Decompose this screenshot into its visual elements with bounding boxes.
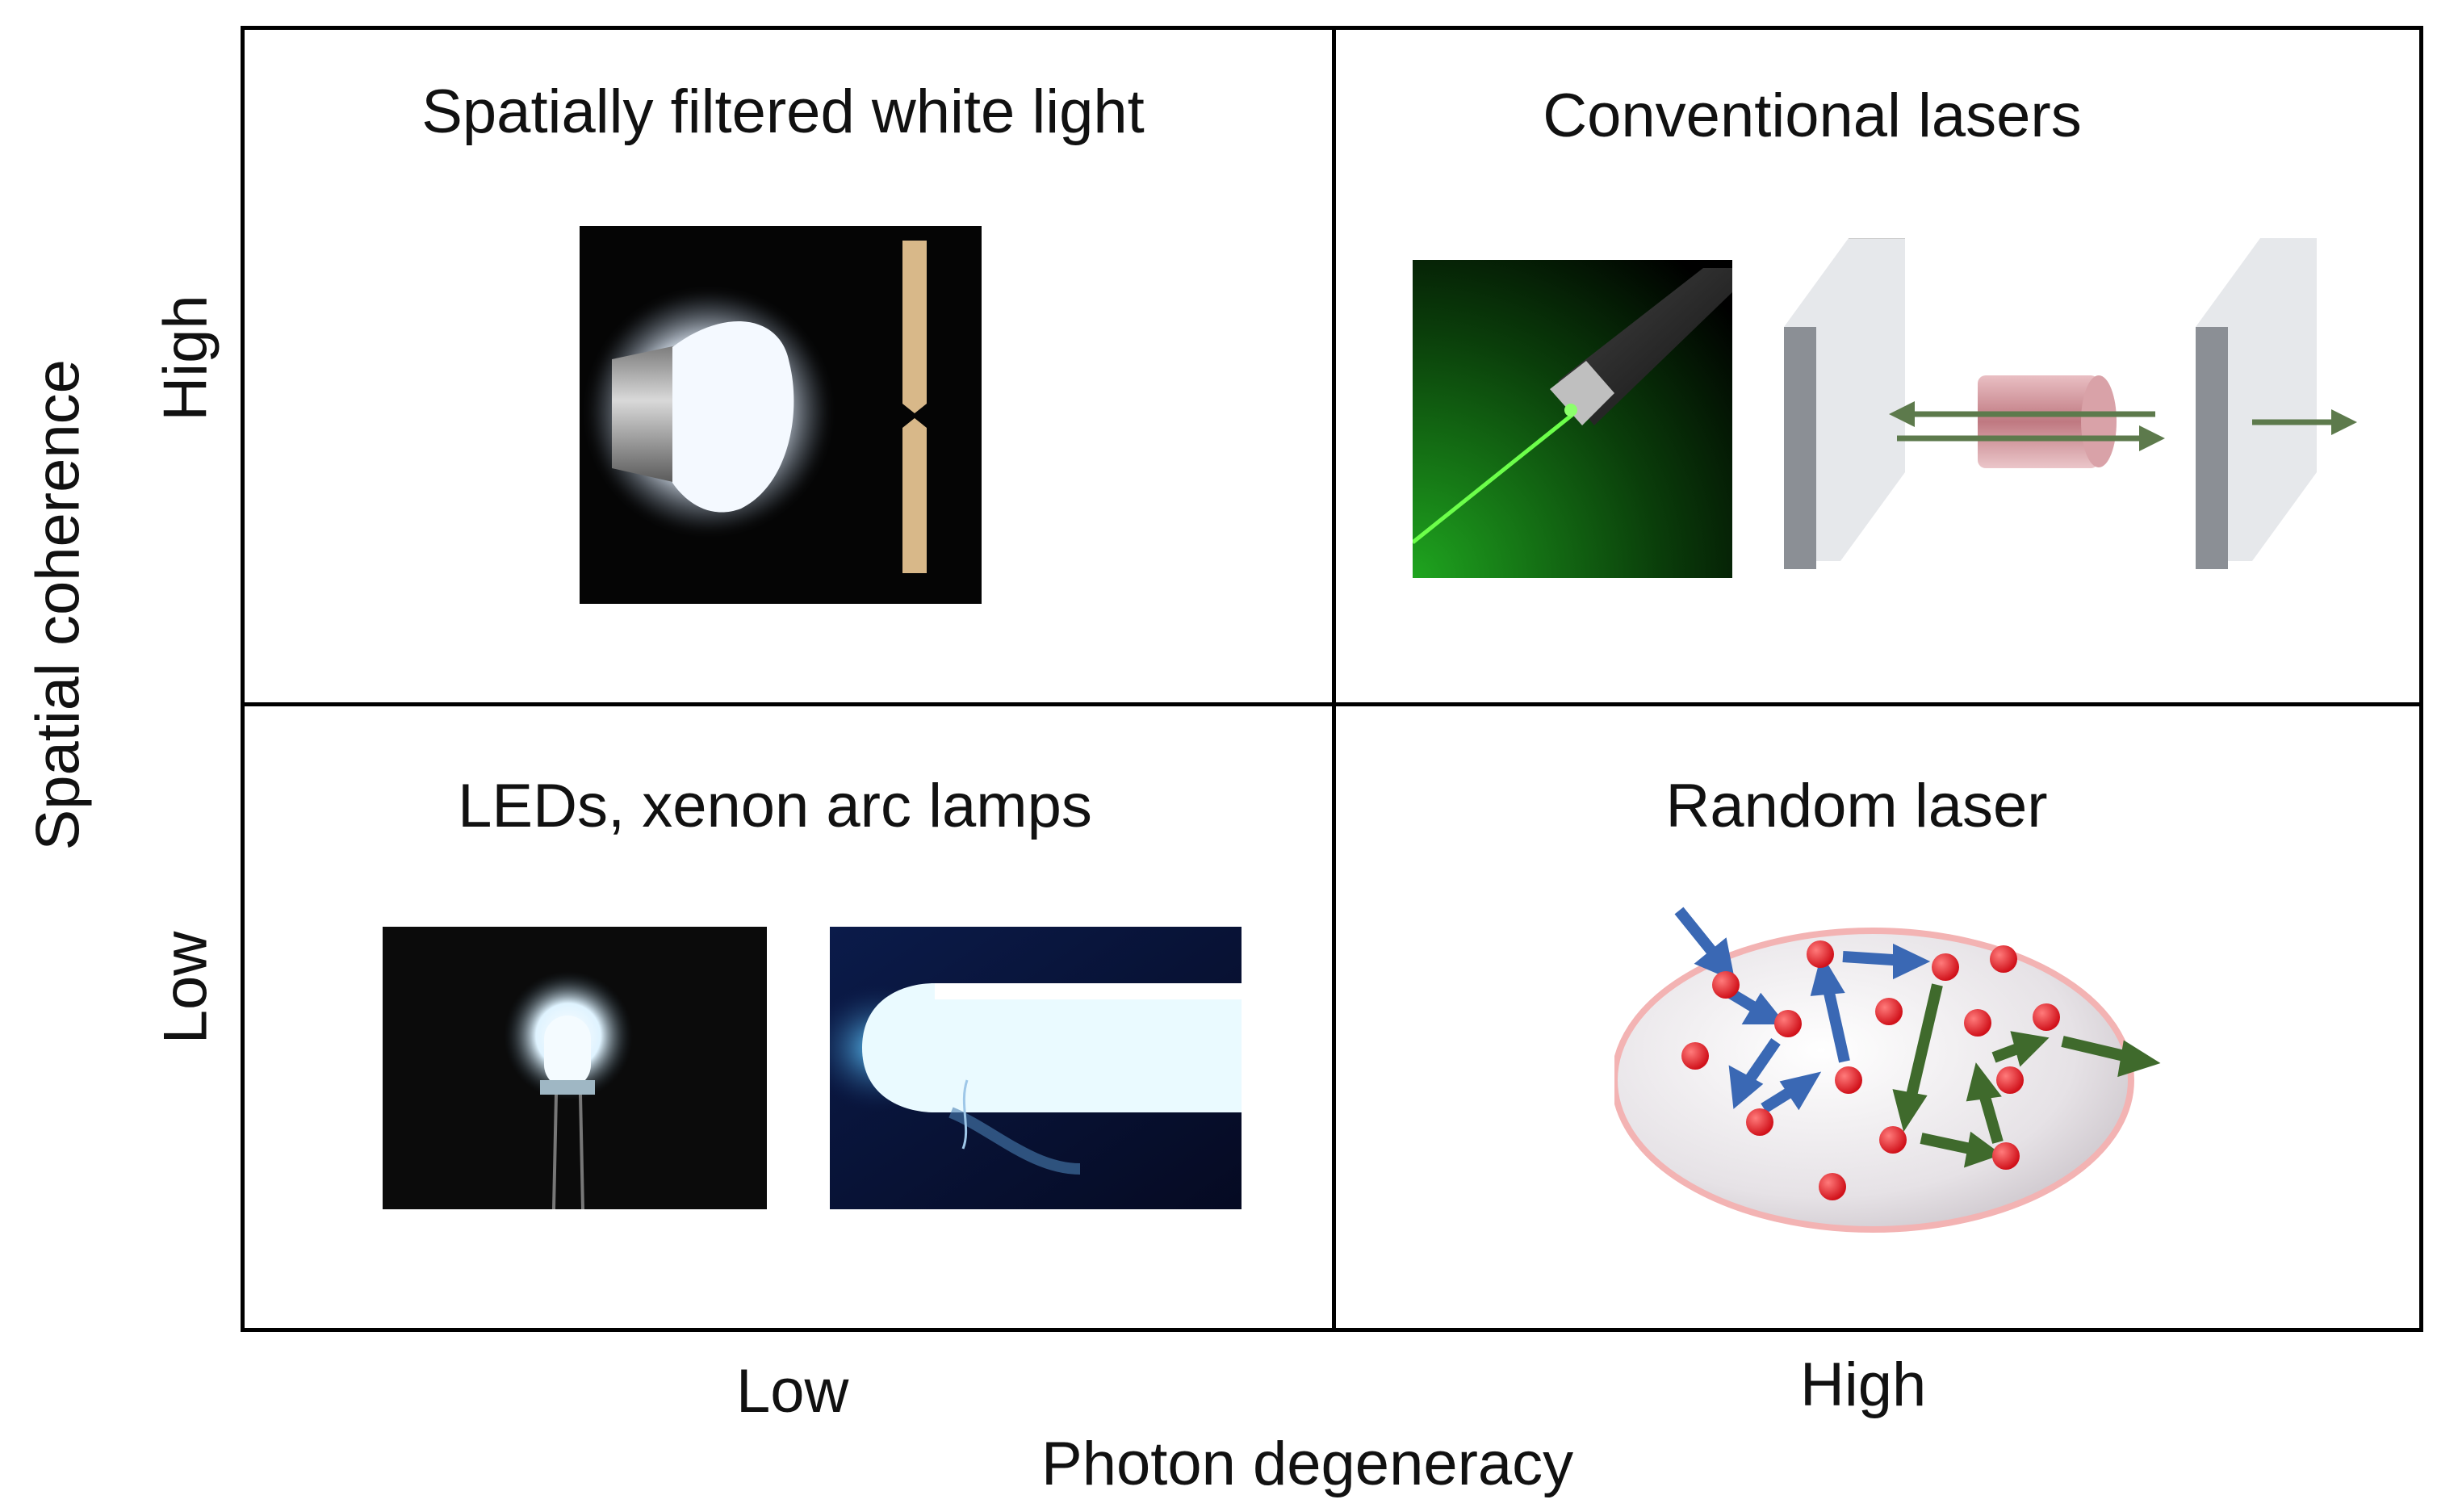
bottom-right-title: Random laser xyxy=(1665,772,2048,840)
top-left-title: Spatially filtered white light xyxy=(421,77,1145,146)
bottom-left-title: LEDs, xenon arc lamps xyxy=(458,772,1092,840)
led-image xyxy=(383,927,767,1209)
x-axis-low-tick: Low xyxy=(736,1357,849,1426)
random-laser-diagram xyxy=(1614,896,2163,1235)
x-axis-high-tick: High xyxy=(1800,1351,1927,1419)
xenon-arc-lamp-image xyxy=(830,927,1242,1209)
y-axis-high-tick: High xyxy=(151,295,220,421)
y-axis-low-tick: Low xyxy=(151,931,220,1045)
y-axis-label: Spatial coherence xyxy=(23,359,93,851)
bulb-pinhole-image xyxy=(580,226,982,604)
x-axis-label: Photon degeneracy xyxy=(1041,1430,1574,1498)
laser-pointer-image xyxy=(1413,260,1732,578)
horizontal-divider xyxy=(241,702,2423,706)
laser-cavity-diagram xyxy=(1776,238,2365,577)
top-right-title: Conventional lasers xyxy=(1543,82,2082,150)
vertical-divider xyxy=(1332,26,1336,1332)
